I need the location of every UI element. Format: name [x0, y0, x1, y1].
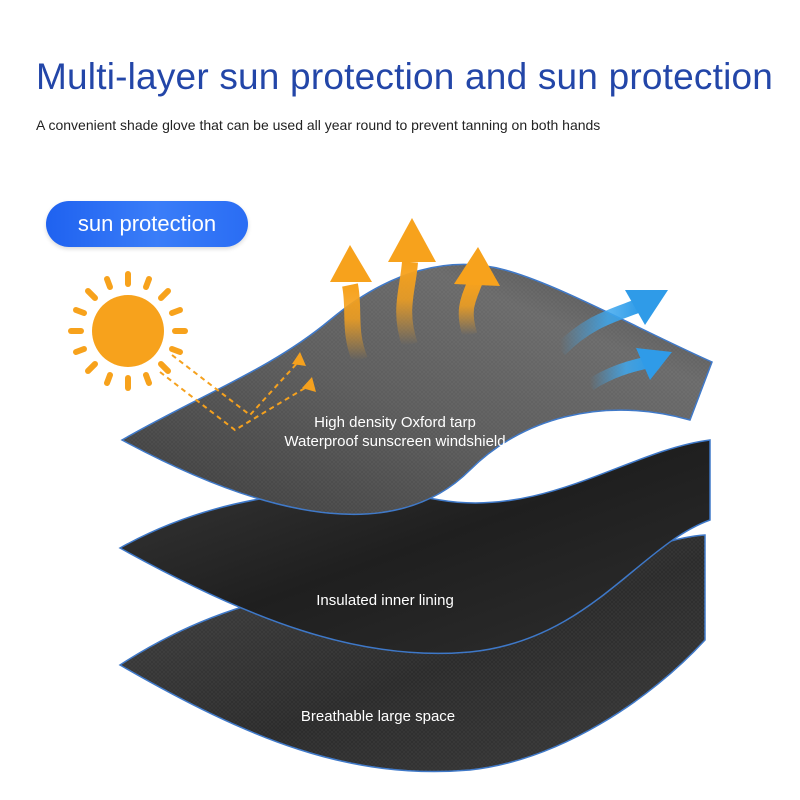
fabric-layer-top [120, 263, 713, 515]
page-title: Multi-layer sun protection and sun prote… [36, 56, 774, 97]
layer-label-oxford: High density Oxford tarp Waterproof suns… [260, 413, 530, 451]
layer-label-inner-lining: Insulated inner lining [316, 592, 454, 609]
page-subtitle: A convenient shade glove that can be use… [36, 117, 601, 133]
sun-protection-badge: sun protection [46, 201, 248, 247]
sun-icon [68, 271, 188, 391]
layer-label-breathable: Breathable large space [300, 708, 456, 725]
wind-arrow-icon [555, 290, 672, 391]
layer-label-oxford-line1: High density Oxford tarp [314, 414, 476, 431]
heat-arrow-icon [330, 218, 500, 363]
layer-label-oxford-line2: Waterproof sunscreen windshield [284, 433, 506, 450]
sunlight-arrow-icon [159, 352, 316, 432]
